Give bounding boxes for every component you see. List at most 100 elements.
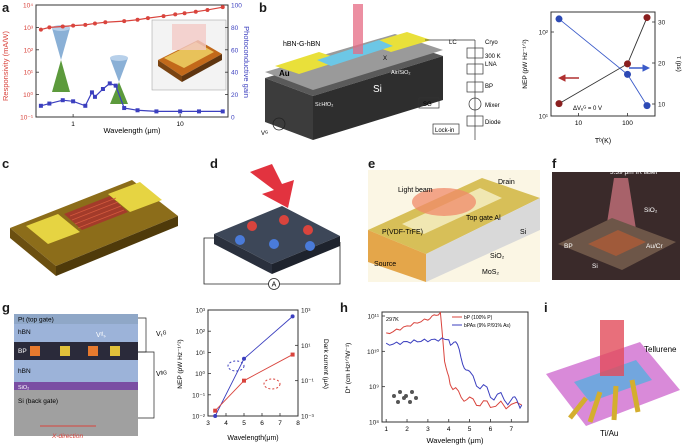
right-axis-tick-label: 10³ [301, 308, 311, 315]
x-axis-label: Wavelength(μm) [227, 435, 278, 442]
x-tick-label: 3 [426, 426, 430, 433]
panel-i: i Tellurene Ti/Au [540, 300, 685, 448]
layer-hbn-top [14, 324, 138, 342]
legend-bp: bP (100% P) [464, 315, 493, 321]
y-axis-tick-label: 10¹¹ [367, 314, 379, 321]
contact-label: Au/Cr [646, 243, 663, 250]
material-label: Tellurene [644, 345, 677, 354]
gate-label: Top gate Al [466, 215, 501, 222]
series-bp [386, 311, 522, 410]
light-label: Light beam [398, 187, 433, 194]
air-label: Air/SiO₂ [391, 70, 411, 76]
gate-voltage-source [272, 117, 286, 131]
right-axis-tick-label: 10⁻¹ [301, 378, 315, 385]
si-label: Si [592, 263, 598, 270]
incident-beam [353, 4, 363, 54]
data-point [193, 9, 198, 14]
panel-b-illustration: hBN-G-hBN Au Si Si:HfO₂ Air/SiO₂ X Vᴳ LC… [261, 4, 682, 145]
gain-series [40, 82, 223, 113]
data-point [555, 100, 563, 108]
series-bpas [385, 337, 523, 410]
vbg-label: Vᵇᴳ [156, 371, 167, 378]
nep-points [555, 14, 651, 108]
x-tick-label: 4 [447, 426, 451, 433]
layer-pt [14, 314, 138, 324]
left-axis-tick-label: 10¹ [24, 70, 34, 77]
data-point [60, 24, 65, 29]
data-point [47, 25, 52, 30]
si-label: Si [373, 84, 382, 95]
light-arrow [250, 164, 294, 208]
data-point [242, 356, 246, 361]
data-point [196, 109, 201, 114]
lattice-inset [392, 390, 418, 404]
data-point [205, 7, 210, 12]
left-axis-tick-label: 10¹ [539, 114, 549, 121]
bp-label: BP [485, 84, 493, 90]
right-axis-tick-label: 60 [231, 47, 239, 54]
panel-e-illustration: Light beam Drain Top gate Al P(VDF-TrFE)… [368, 170, 540, 282]
right-axis-label: Dark current (μA) [322, 339, 329, 389]
data-point [122, 19, 127, 24]
layer-hbn-bottom [14, 360, 138, 382]
panel-letter: b [259, 0, 267, 15]
left-axis-tick-label: 10⁰ [23, 91, 33, 99]
responsivity-series [40, 6, 223, 31]
data-point [643, 102, 651, 110]
x-tick-label: 100 [622, 120, 633, 127]
vtg-label: Vₜᴳ [156, 331, 167, 338]
sio2-label: Si:HfO₂ [315, 102, 333, 108]
x-axis-label: Wavelength (μm) [427, 436, 484, 445]
right-axis-tick-label: 10 [658, 102, 666, 109]
gain-points [38, 81, 225, 114]
panel-letter: f [552, 156, 557, 171]
data-point [83, 103, 88, 108]
x-tick-label: 1 [71, 121, 75, 128]
x-tick-label: 4 [224, 420, 228, 427]
external-circuit [203, 237, 341, 285]
x-label: X [383, 56, 387, 62]
layer-label-hbn-bottom: hBN [18, 368, 31, 375]
left-axis-tick-label: 10³ [24, 25, 34, 32]
data-point [107, 81, 112, 86]
ammeter [268, 278, 280, 290]
panel-f: f 3.39 μm IR laser SiO₂ BP Si Au/Cr [548, 150, 685, 290]
lna-label: LNA [485, 62, 497, 68]
left-axis-tick-label: 10⁻² [192, 414, 206, 421]
data-point [290, 352, 295, 357]
carrier-symbols [30, 346, 120, 356]
panel-letter: a [2, 0, 10, 15]
panel-letter: d [210, 156, 218, 171]
incident-beam [600, 320, 624, 376]
left-axis-tick-label: 10⁻¹ [20, 115, 34, 122]
x-tick-label: 3 [206, 420, 210, 427]
drain-label: Drain [498, 179, 515, 186]
data-point [122, 106, 127, 111]
right-axis-tick-label: 40 [231, 70, 239, 77]
x-tick-label: 10 [177, 121, 185, 128]
mixer-label: Mixer [485, 103, 500, 109]
data-point [89, 90, 94, 95]
responsivity-points [38, 5, 225, 32]
data-point [154, 109, 159, 114]
x-tick-label: 7 [510, 426, 514, 433]
data-point [624, 60, 632, 68]
right-axis-tick-label: 10¹ [301, 343, 311, 350]
plot-frame [207, 309, 299, 417]
channel-texture [69, 197, 125, 229]
left-axis-label: NEP (pW Hz⁻¹ᐟ²) [522, 39, 529, 88]
right-axis-tick-label: 30 [658, 20, 666, 27]
tau-points [555, 15, 651, 110]
data-point [242, 378, 246, 383]
left-axis-tick-label: 10² [196, 329, 206, 336]
plot-frame [381, 311, 529, 423]
vds-label: Vᵈₛ [96, 332, 106, 339]
panel-f-illustration: 3.39 μm IR laser SiO₂ BP Si Au/Cr [552, 169, 680, 280]
x-axis-ticks: 1 10 [71, 114, 184, 128]
